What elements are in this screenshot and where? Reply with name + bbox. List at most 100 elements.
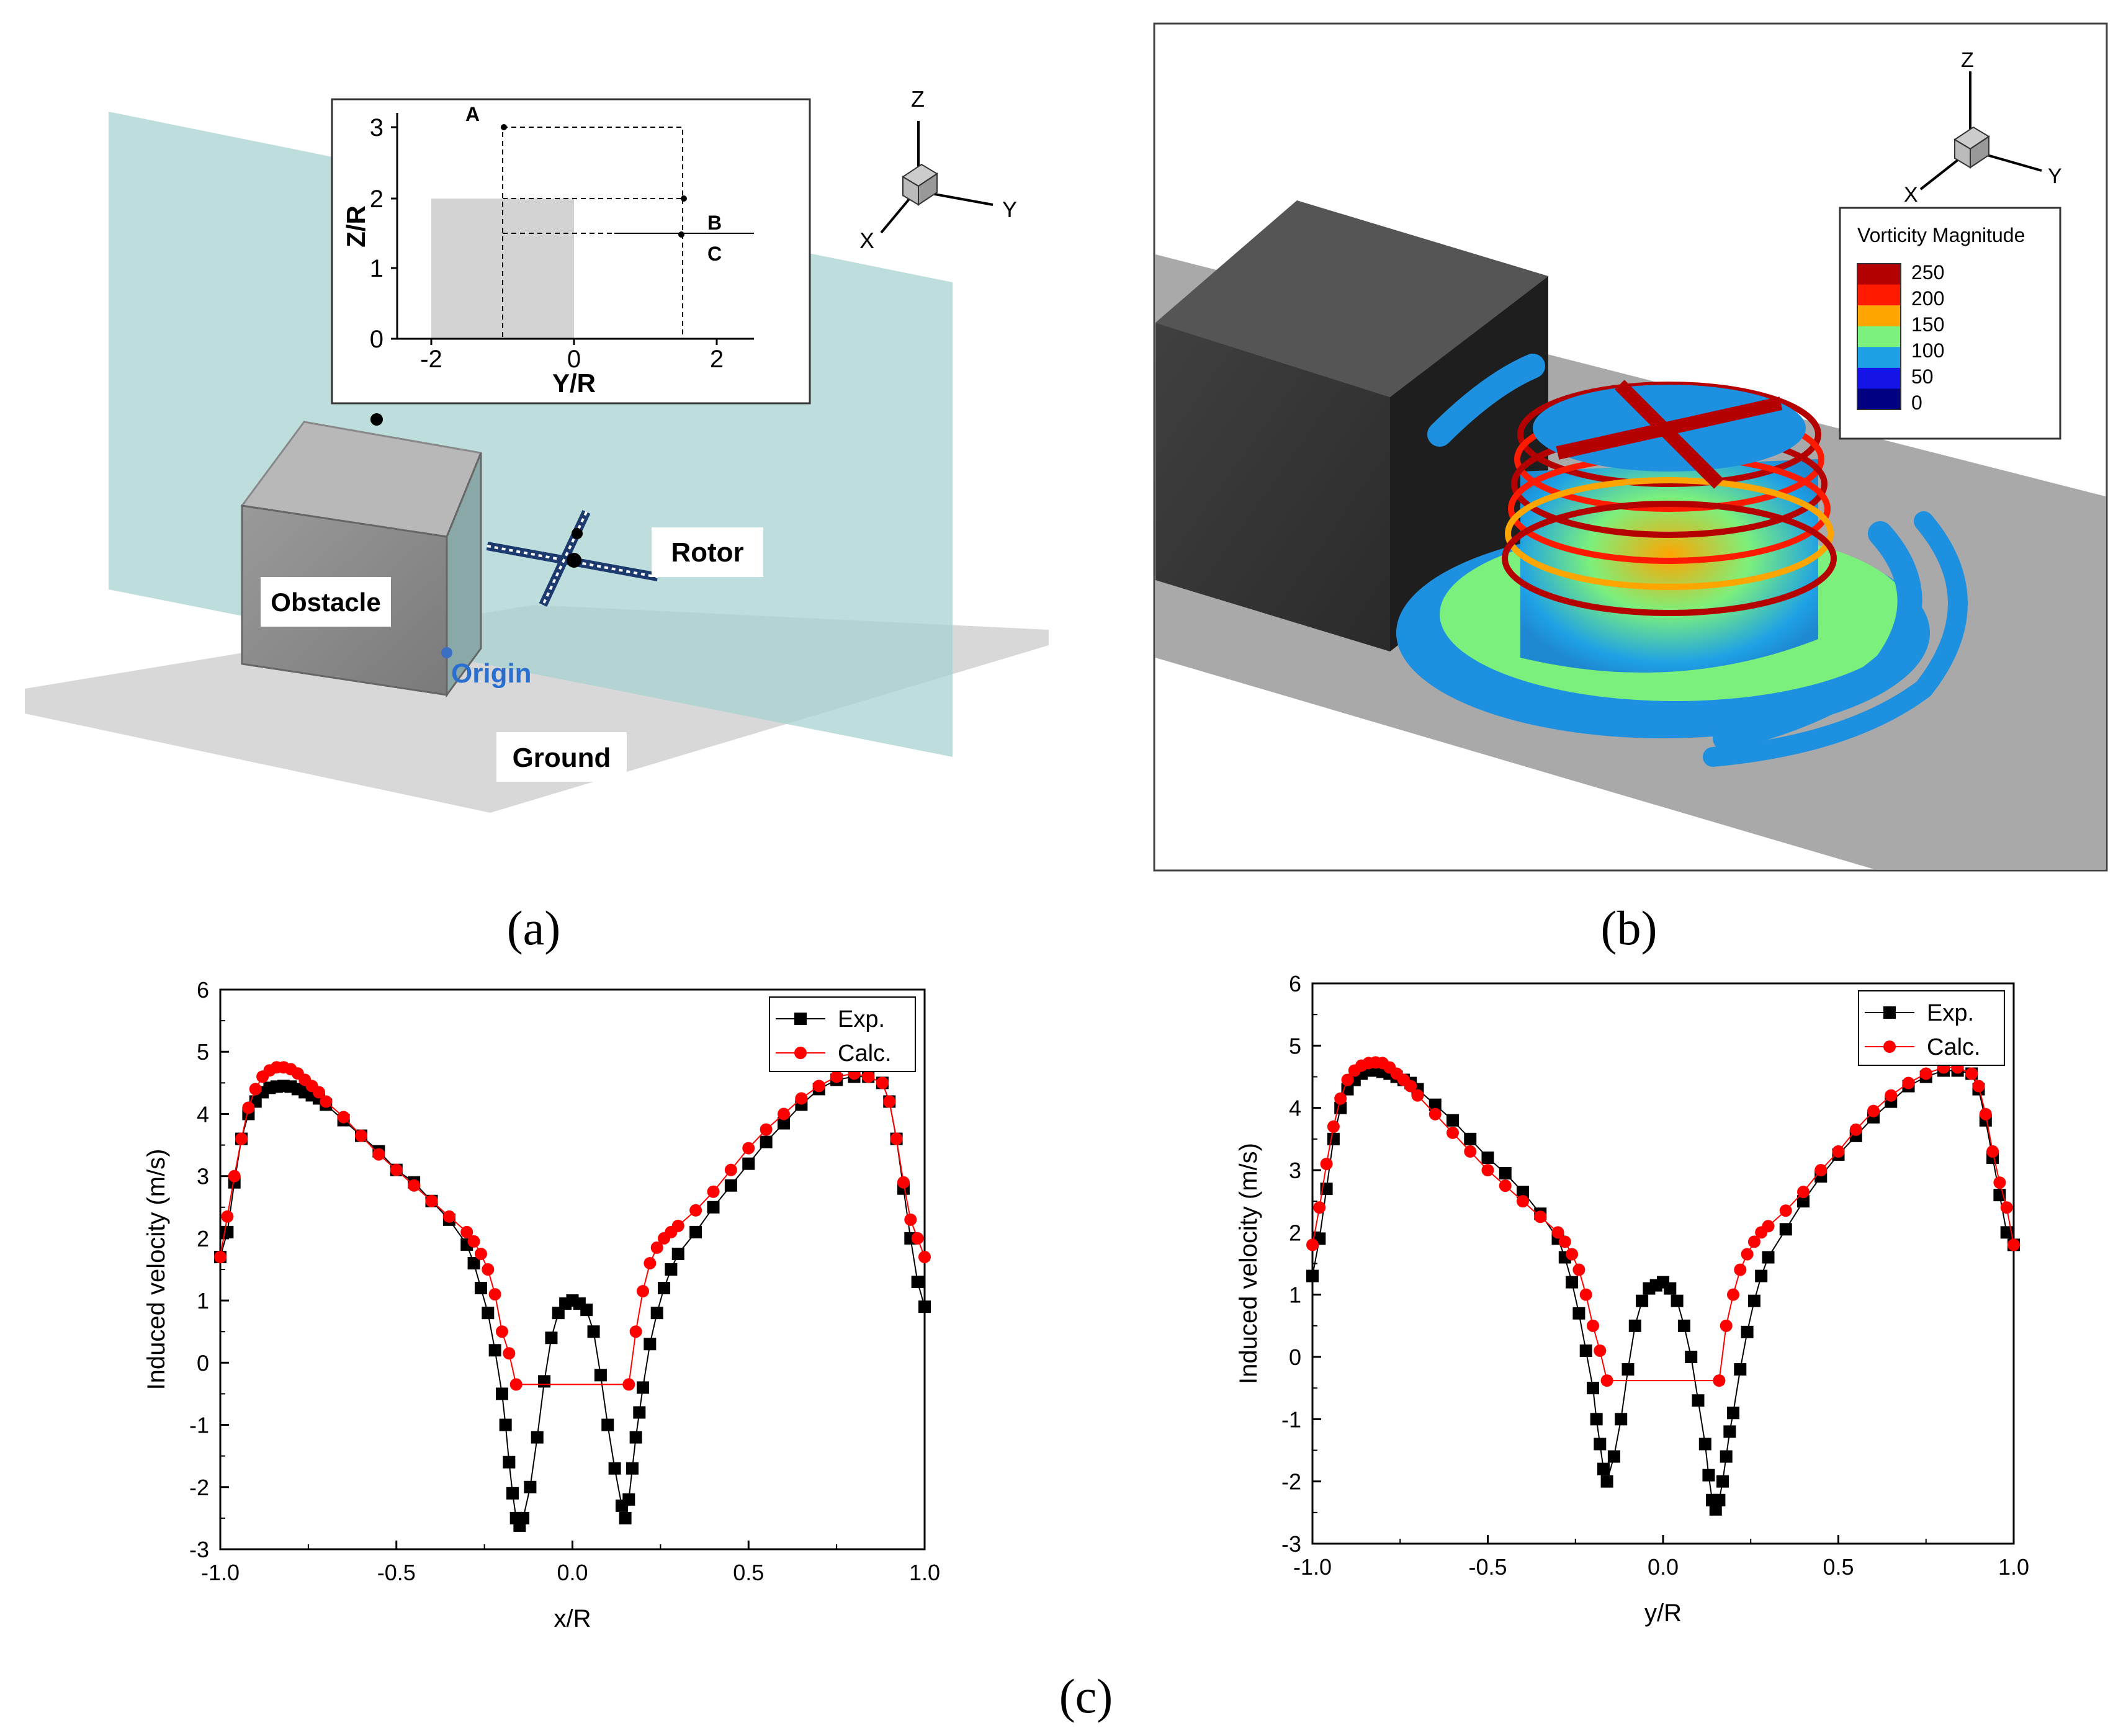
data-point-calc [496, 1325, 508, 1338]
data-point-calc [1306, 1238, 1319, 1251]
data-point-calc [1313, 1201, 1326, 1214]
data-point-exp [619, 1511, 632, 1524]
data-point-exp [1720, 1450, 1733, 1463]
data-point-exp [1779, 1223, 1792, 1236]
legend-level-100: 100 [1911, 339, 1944, 362]
data-point-calc [2000, 1201, 2013, 1214]
y-tick-label: 6 [197, 977, 209, 1003]
panel-b-vorticity: Z Y X Vorticity Magnitude 250 200 150 10… [1153, 22, 2108, 955]
ground-label: Ground [513, 743, 611, 773]
legend-marker [1883, 1006, 1896, 1019]
data-point-calc [1919, 1067, 1932, 1080]
caption-c: (c) [1059, 1669, 1113, 1723]
data-point-calc [812, 1080, 825, 1093]
data-point-exp [1306, 1269, 1319, 1282]
data-point-exp [1755, 1269, 1768, 1282]
plot-frame [219, 988, 926, 1550]
data-point-exp [1587, 1382, 1599, 1395]
data-point-calc [671, 1219, 684, 1232]
data-point-exp [629, 1431, 642, 1444]
obstacle-label-box [261, 577, 391, 627]
dark-box-front [1155, 323, 1390, 651]
data-point-exp [1572, 1307, 1586, 1320]
data-point-exp [689, 1225, 702, 1238]
origin-label: Origin [451, 658, 532, 689]
data-point-calc [1965, 1067, 1978, 1080]
data-point-calc [235, 1132, 248, 1145]
data-point-exp [1566, 1276, 1579, 1289]
data-point-exp [524, 1480, 537, 1493]
data-point-calc [1832, 1145, 1845, 1158]
rotor-label: Rotor [671, 537, 743, 568]
legend-entry-label: Exp. [838, 1006, 885, 1032]
data-point-calc [337, 1111, 350, 1124]
obstacle-side [446, 452, 482, 698]
data-point-exp [531, 1431, 544, 1444]
triad-a-y-label: Y [1002, 197, 1017, 222]
data-point-exp [1464, 1132, 1477, 1145]
legend-colorbar-border [1857, 263, 1901, 410]
x-tick-label: 0.0 [1648, 1554, 1679, 1580]
triad-b-y-label: Y [2048, 164, 2062, 188]
data-point-exp [503, 1456, 516, 1469]
y-tick-label: 6 [1289, 971, 1301, 996]
inset-point-a: A [465, 103, 480, 125]
chart-legend-box [769, 996, 916, 1072]
data-point-calc [1993, 1176, 2006, 1189]
y-tick-label: 5 [197, 1039, 209, 1065]
triad-a-z-label: Z [911, 86, 925, 112]
data-point-calc [1334, 1092, 1347, 1105]
data-point-exp [1600, 1475, 1613, 1488]
data-point-exp [760, 1135, 773, 1148]
data-point-calc [1885, 1089, 1898, 1102]
data-point-calc [503, 1347, 516, 1360]
data-point-calc [2007, 1238, 2020, 1251]
data-point-exp [1607, 1450, 1620, 1463]
x-tick-label: 0.5 [1823, 1554, 1854, 1580]
data-point-exp [1723, 1425, 1736, 1438]
data-point-exp [467, 1256, 480, 1269]
legend-swatch [1857, 284, 1901, 306]
point-a-marker [370, 413, 383, 426]
series-line-calc [1312, 1062, 2014, 1382]
data-point-calc [1734, 1263, 1747, 1276]
data-point-exp [1713, 1493, 1726, 1506]
inset-point-b: B [707, 212, 722, 234]
data-point-calc [320, 1095, 333, 1108]
data-point-exp [1517, 1186, 1529, 1199]
rotor [486, 510, 659, 607]
data-point-exp [587, 1325, 600, 1338]
data-point-exp [506, 1487, 519, 1500]
legend-marker [794, 1047, 807, 1059]
data-point-calc [1747, 1235, 1760, 1248]
data-point-calc [637, 1285, 649, 1298]
y-tick-label: 5 [1289, 1033, 1301, 1058]
legend-level-0: 0 [1911, 391, 1922, 414]
data-point-calc [1446, 1126, 1459, 1139]
axes-triad-b: Z Y X [1904, 48, 2062, 207]
data-point-exp [778, 1117, 790, 1130]
data-point-exp [1685, 1351, 1698, 1363]
data-point-calc [1727, 1288, 1739, 1301]
data-point-exp [601, 1418, 614, 1431]
y-tick-label: -1 [1281, 1407, 1301, 1432]
data-point-exp [1628, 1319, 1641, 1332]
data-point-exp [1590, 1413, 1603, 1426]
data-point-exp [650, 1307, 663, 1320]
data-point-calc [1814, 1164, 1828, 1176]
data-point-calc [474, 1247, 487, 1260]
data-point-exp [482, 1307, 495, 1320]
legend-level-200: 200 [1911, 287, 1944, 310]
data-point-calc [460, 1225, 473, 1238]
data-point-exp [724, 1179, 737, 1192]
data-point-calc [1572, 1263, 1586, 1276]
y-tick-label: -2 [1281, 1469, 1301, 1495]
legend-swatch [1857, 367, 1901, 390]
data-point-calc [890, 1132, 903, 1145]
data-point-calc [509, 1378, 523, 1391]
data-point-calc [221, 1210, 234, 1223]
data-point-exp [517, 1511, 530, 1524]
inset-xtick-1: 0 [567, 346, 581, 373]
wake-isosurface [1396, 354, 1968, 767]
